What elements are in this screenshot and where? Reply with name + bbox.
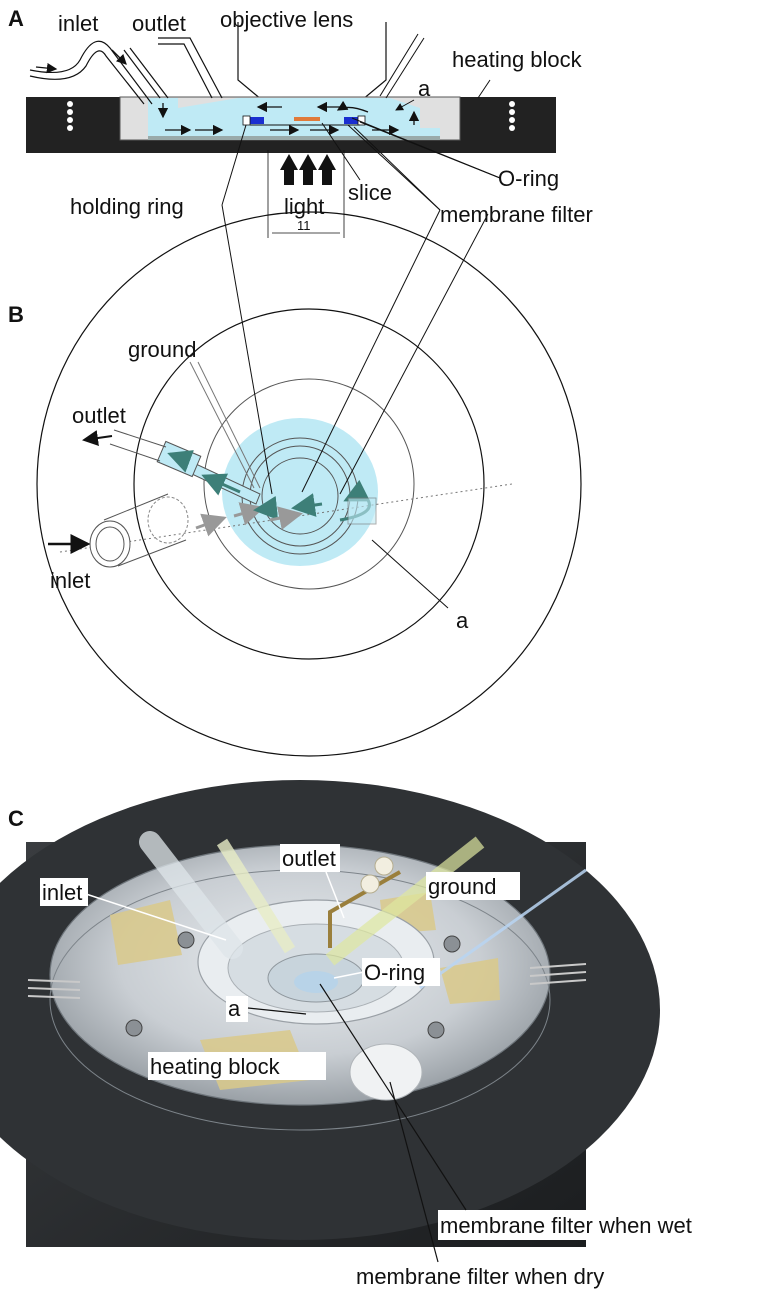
middle-ring-b: [133, 308, 485, 660]
ground-wire-a: [379, 33, 419, 97]
ground-electrode-c: [325, 836, 485, 966]
ground-label-b: ground: [128, 337, 197, 362]
panel-c: C: [0, 780, 770, 1289]
slice-shape: [294, 117, 320, 121]
inlet-tube: [29, 40, 153, 105]
membrane-wet-label-c: membrane filter when wet: [440, 1213, 692, 1238]
flow-arrows-a: [157, 100, 420, 136]
heater-wires-right: [509, 101, 515, 131]
screws: [125, 931, 461, 1039]
membrane-wet-c: [294, 971, 338, 993]
o-ring-right: [344, 117, 358, 124]
inlet-label-b: inlet: [50, 568, 90, 593]
coverglass: [148, 136, 440, 140]
ground-label-c: ground: [428, 874, 497, 899]
objective-lens-label: objective lens: [220, 7, 353, 32]
dimension-label: 11: [297, 218, 311, 233]
heater-pins: [27, 963, 587, 999]
light-label: light: [284, 194, 324, 219]
inlet-tube-c: [139, 831, 243, 959]
slice-label: slice: [348, 180, 392, 205]
outlet-arrow-b: [82, 430, 113, 446]
tape-left: [110, 900, 182, 965]
inlet-arrow-a: [35, 62, 58, 74]
membrane-dry-label-c: membrane filter when dry: [356, 1264, 604, 1289]
o-ring-label-a: O-ring: [498, 166, 559, 191]
panel-b: B outlet ground inlet: [8, 204, 582, 757]
o-ring-label-c: O-ring: [364, 960, 425, 985]
a-label-c: a: [228, 996, 241, 1021]
a-label-b: a: [456, 608, 469, 633]
inlet-label-c: inlet: [42, 880, 82, 905]
membrane-filter-label-a: membrane filter: [440, 202, 593, 227]
panel-a-letter: A: [8, 6, 24, 31]
panel-a: A objective lens: [8, 6, 593, 238]
light-arrows: [280, 154, 336, 185]
panel-b-letter: B: [8, 302, 24, 327]
outlet-tube: [158, 37, 223, 99]
panel-c-letter: C: [8, 806, 24, 831]
inlet-label-a: inlet: [58, 11, 98, 36]
heating-block-right: [460, 97, 556, 153]
a-notch-b: [347, 497, 377, 525]
ground-wire-b: [189, 361, 255, 489]
heating-block-label-c: heating block: [150, 1054, 281, 1079]
outer-ring-b: [36, 211, 582, 757]
a-label-a: a: [418, 76, 431, 101]
outlet-label-b: outlet: [72, 403, 126, 428]
membrane-dry-c: [349, 1043, 423, 1101]
tape-right: [440, 958, 500, 1004]
heating-block-label-a: heating block: [452, 47, 583, 72]
objective-lens-shape: [237, 22, 387, 101]
holding-ring-label: holding ring: [70, 194, 184, 219]
bath-area-b: [222, 418, 378, 566]
axis-line-b: [59, 483, 513, 553]
holding-ring-left: [242, 115, 251, 126]
heater-wires-left: [67, 101, 73, 131]
outlet-label-a: outlet: [132, 11, 186, 36]
outlet-label-c: outlet: [282, 846, 336, 871]
o-ring-left: [250, 117, 264, 124]
